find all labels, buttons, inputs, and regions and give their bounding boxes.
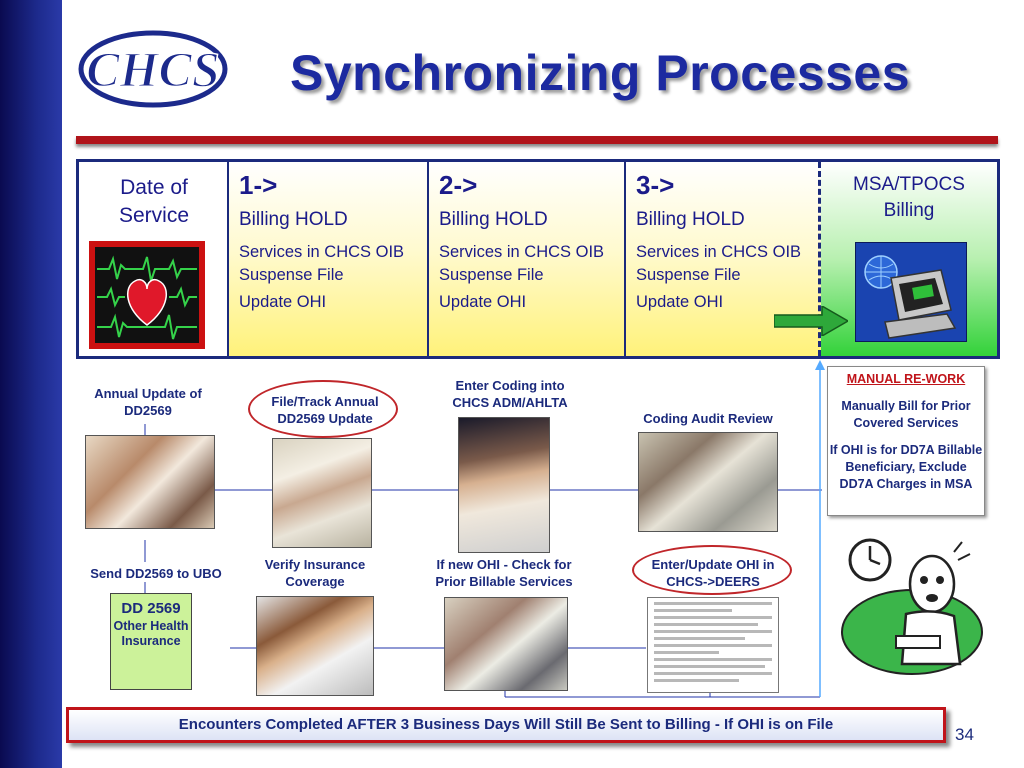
verify-insurance-label: Verify Insurance Coverage [264,557,366,589]
step-services: Services in CHCS OIB Suspense File [636,243,802,284]
enter-update-ohi-highlight [632,545,792,595]
page-number: 34 [955,725,974,744]
step-update: Update OHI [439,293,527,311]
chcs-logo: CHCS [78,30,228,108]
manual-rework-heading: MANUAL RE-WORK [846,372,966,386]
computer-billing-icon [855,242,967,342]
msa-billing-cell: MSA/TPOCS Billing [821,162,997,356]
green-arrow-icon [774,306,848,336]
deers-screen-image [647,597,779,693]
step-update: Update OHI [636,293,724,311]
enter-coding-label: Enter Coding into CHCS ADM/AHLTA [452,378,568,410]
step-number: 3-> [636,170,675,200]
msa-billing-label: MSA/TPOCS Billing [853,174,965,221]
step-2-cell: 2-> Billing HOLD Services in CHCS OIB Su… [429,162,626,356]
office-staff-photo [85,435,215,529]
left-accent-bar [0,0,62,768]
page-title: Synchronizing Processes [290,45,911,101]
file-clerk-photo [272,438,372,548]
step-1-cell: 1-> Billing HOLD Services in CHCS OIB Su… [229,162,429,356]
file-track-highlight [248,380,398,438]
manual-rework-line-2: If OHI is for DD7A Billable Beneficiary,… [829,443,983,491]
dd2569-title: DD 2569 [121,600,181,617]
manual-rework-box: MANUAL RE-WORK Manually Bill for Prior C… [827,366,985,516]
worried-clerk-clock-icon [841,538,983,675]
svg-text:CHCS: CHCS [86,41,219,97]
footer-banner: Encounters Completed AFTER 3 Business Da… [66,707,946,743]
heart-monitor-icon [89,241,205,349]
annual-update-label: Annual Update of DD2569 [94,386,202,418]
phone-verify-photo [256,596,374,696]
date-of-service-cell: Date of Service [79,162,229,356]
coding-audit-label: Coding Audit Review [643,411,773,426]
step-hold: Billing HOLD [439,209,548,230]
dd2569-subtitle: Other Health Insurance [113,619,189,648]
step-services: Services in CHCS OIB Suspense File [239,243,405,284]
new-ohi-label: If new OHI - Check for Prior Billable Se… [435,557,573,589]
manual-rework-line-1: Manually Bill for Prior Covered Services [841,399,971,430]
billing-timeline: Date of Service 1-> Billing HOLD Service… [76,159,1000,359]
step-hold: Billing HOLD [636,209,745,230]
step-number: 1-> [239,170,278,200]
coding-audit-photo [638,432,778,532]
step-number: 2-> [439,170,478,200]
coding-clerk-photo [458,417,550,553]
step-hold: Billing HOLD [239,209,348,230]
date-of-service-label: Date of Service [118,176,190,227]
send-dd2569-label: Send DD2569 to UBO [90,566,222,581]
dd2569-form: DD 2569 Other Health Insurance [110,593,192,690]
prior-billing-photo [444,597,568,691]
title-divider [76,136,998,144]
step-update: Update OHI [239,293,327,311]
step-services: Services in CHCS OIB Suspense File [439,243,605,284]
